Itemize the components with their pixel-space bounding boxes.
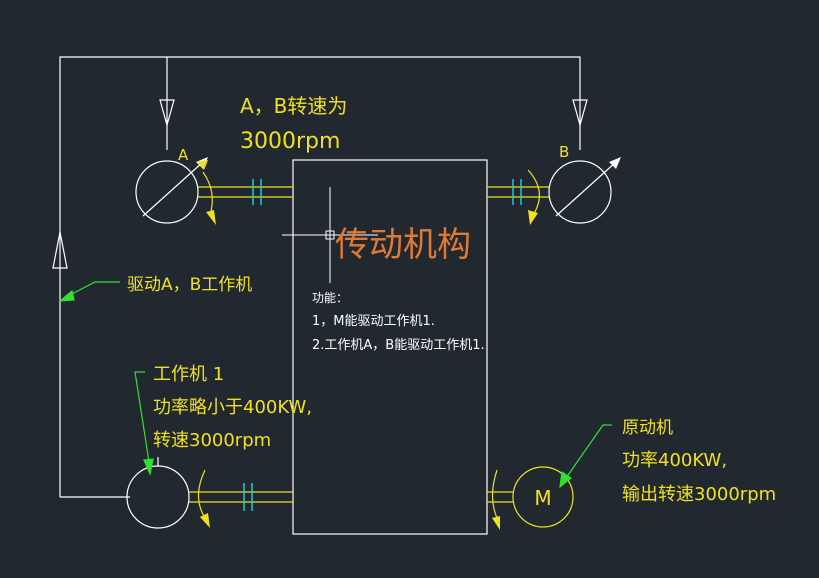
leader-lines xyxy=(58,281,612,489)
leader-drive xyxy=(65,281,120,298)
rotation-1-icon xyxy=(197,469,206,519)
speed-ab-line2: 3000rpm xyxy=(240,129,340,154)
machine-a xyxy=(135,157,293,225)
machine-a-circle xyxy=(135,160,199,224)
function-item-2: 2.工作机A，B能驱动工作机1. xyxy=(312,338,485,353)
machine1-speed: 转速3000rpm xyxy=(153,430,271,451)
machine-1 xyxy=(126,457,293,529)
arrow-down-b-icon xyxy=(572,99,588,128)
motor-m: M xyxy=(487,466,574,530)
rotation-a-icon xyxy=(202,171,213,216)
machine-1-circle xyxy=(126,465,190,529)
leader-motor-arrow-icon xyxy=(559,470,573,489)
machine-a-diagonal xyxy=(142,161,204,217)
arrow-up-left-icon xyxy=(52,231,68,269)
leader-machine1 xyxy=(134,371,150,463)
frame-line-top xyxy=(59,56,581,497)
prime-mover-speed: 输出转速3000rpm xyxy=(622,484,776,505)
rotation-b-icon xyxy=(527,169,540,216)
machine1-power: 功率略小于400KW, xyxy=(153,397,312,418)
speed-ab-line1: A，B转速为 xyxy=(240,94,347,118)
leader-motor xyxy=(565,424,612,479)
prime-mover-name: 原动机 xyxy=(622,418,673,438)
leader-machine1-arrow-icon xyxy=(143,458,154,477)
machine-b xyxy=(487,157,621,225)
cad-crosshair-icon xyxy=(282,187,378,283)
motor-circle xyxy=(512,466,574,528)
frame-lines xyxy=(59,56,581,498)
rotation-m-icon xyxy=(491,469,498,519)
label-b: B xyxy=(559,143,569,161)
machine-b-diagonal xyxy=(555,161,617,217)
machine1-name: 工作机 1 xyxy=(153,364,224,385)
flow-arrows xyxy=(52,99,588,269)
machine-b-arrowhead-icon xyxy=(609,157,621,169)
transmission-title: 传动机构 xyxy=(335,225,471,265)
arrow-down-a-icon xyxy=(159,99,175,128)
label-a: A xyxy=(178,146,189,164)
transmission-box xyxy=(292,159,488,535)
prime-mover-power: 功率400KW, xyxy=(622,450,727,471)
function-item-1: 1，M能驱动工作机1. xyxy=(312,314,435,329)
drive-ab-label: 驱动A，B工作机 xyxy=(127,275,252,295)
leader-drive-arrow-icon xyxy=(58,289,75,302)
function-title: 功能： xyxy=(312,291,348,305)
machine-b-circle xyxy=(548,160,612,224)
motor-label: M xyxy=(534,486,551,510)
